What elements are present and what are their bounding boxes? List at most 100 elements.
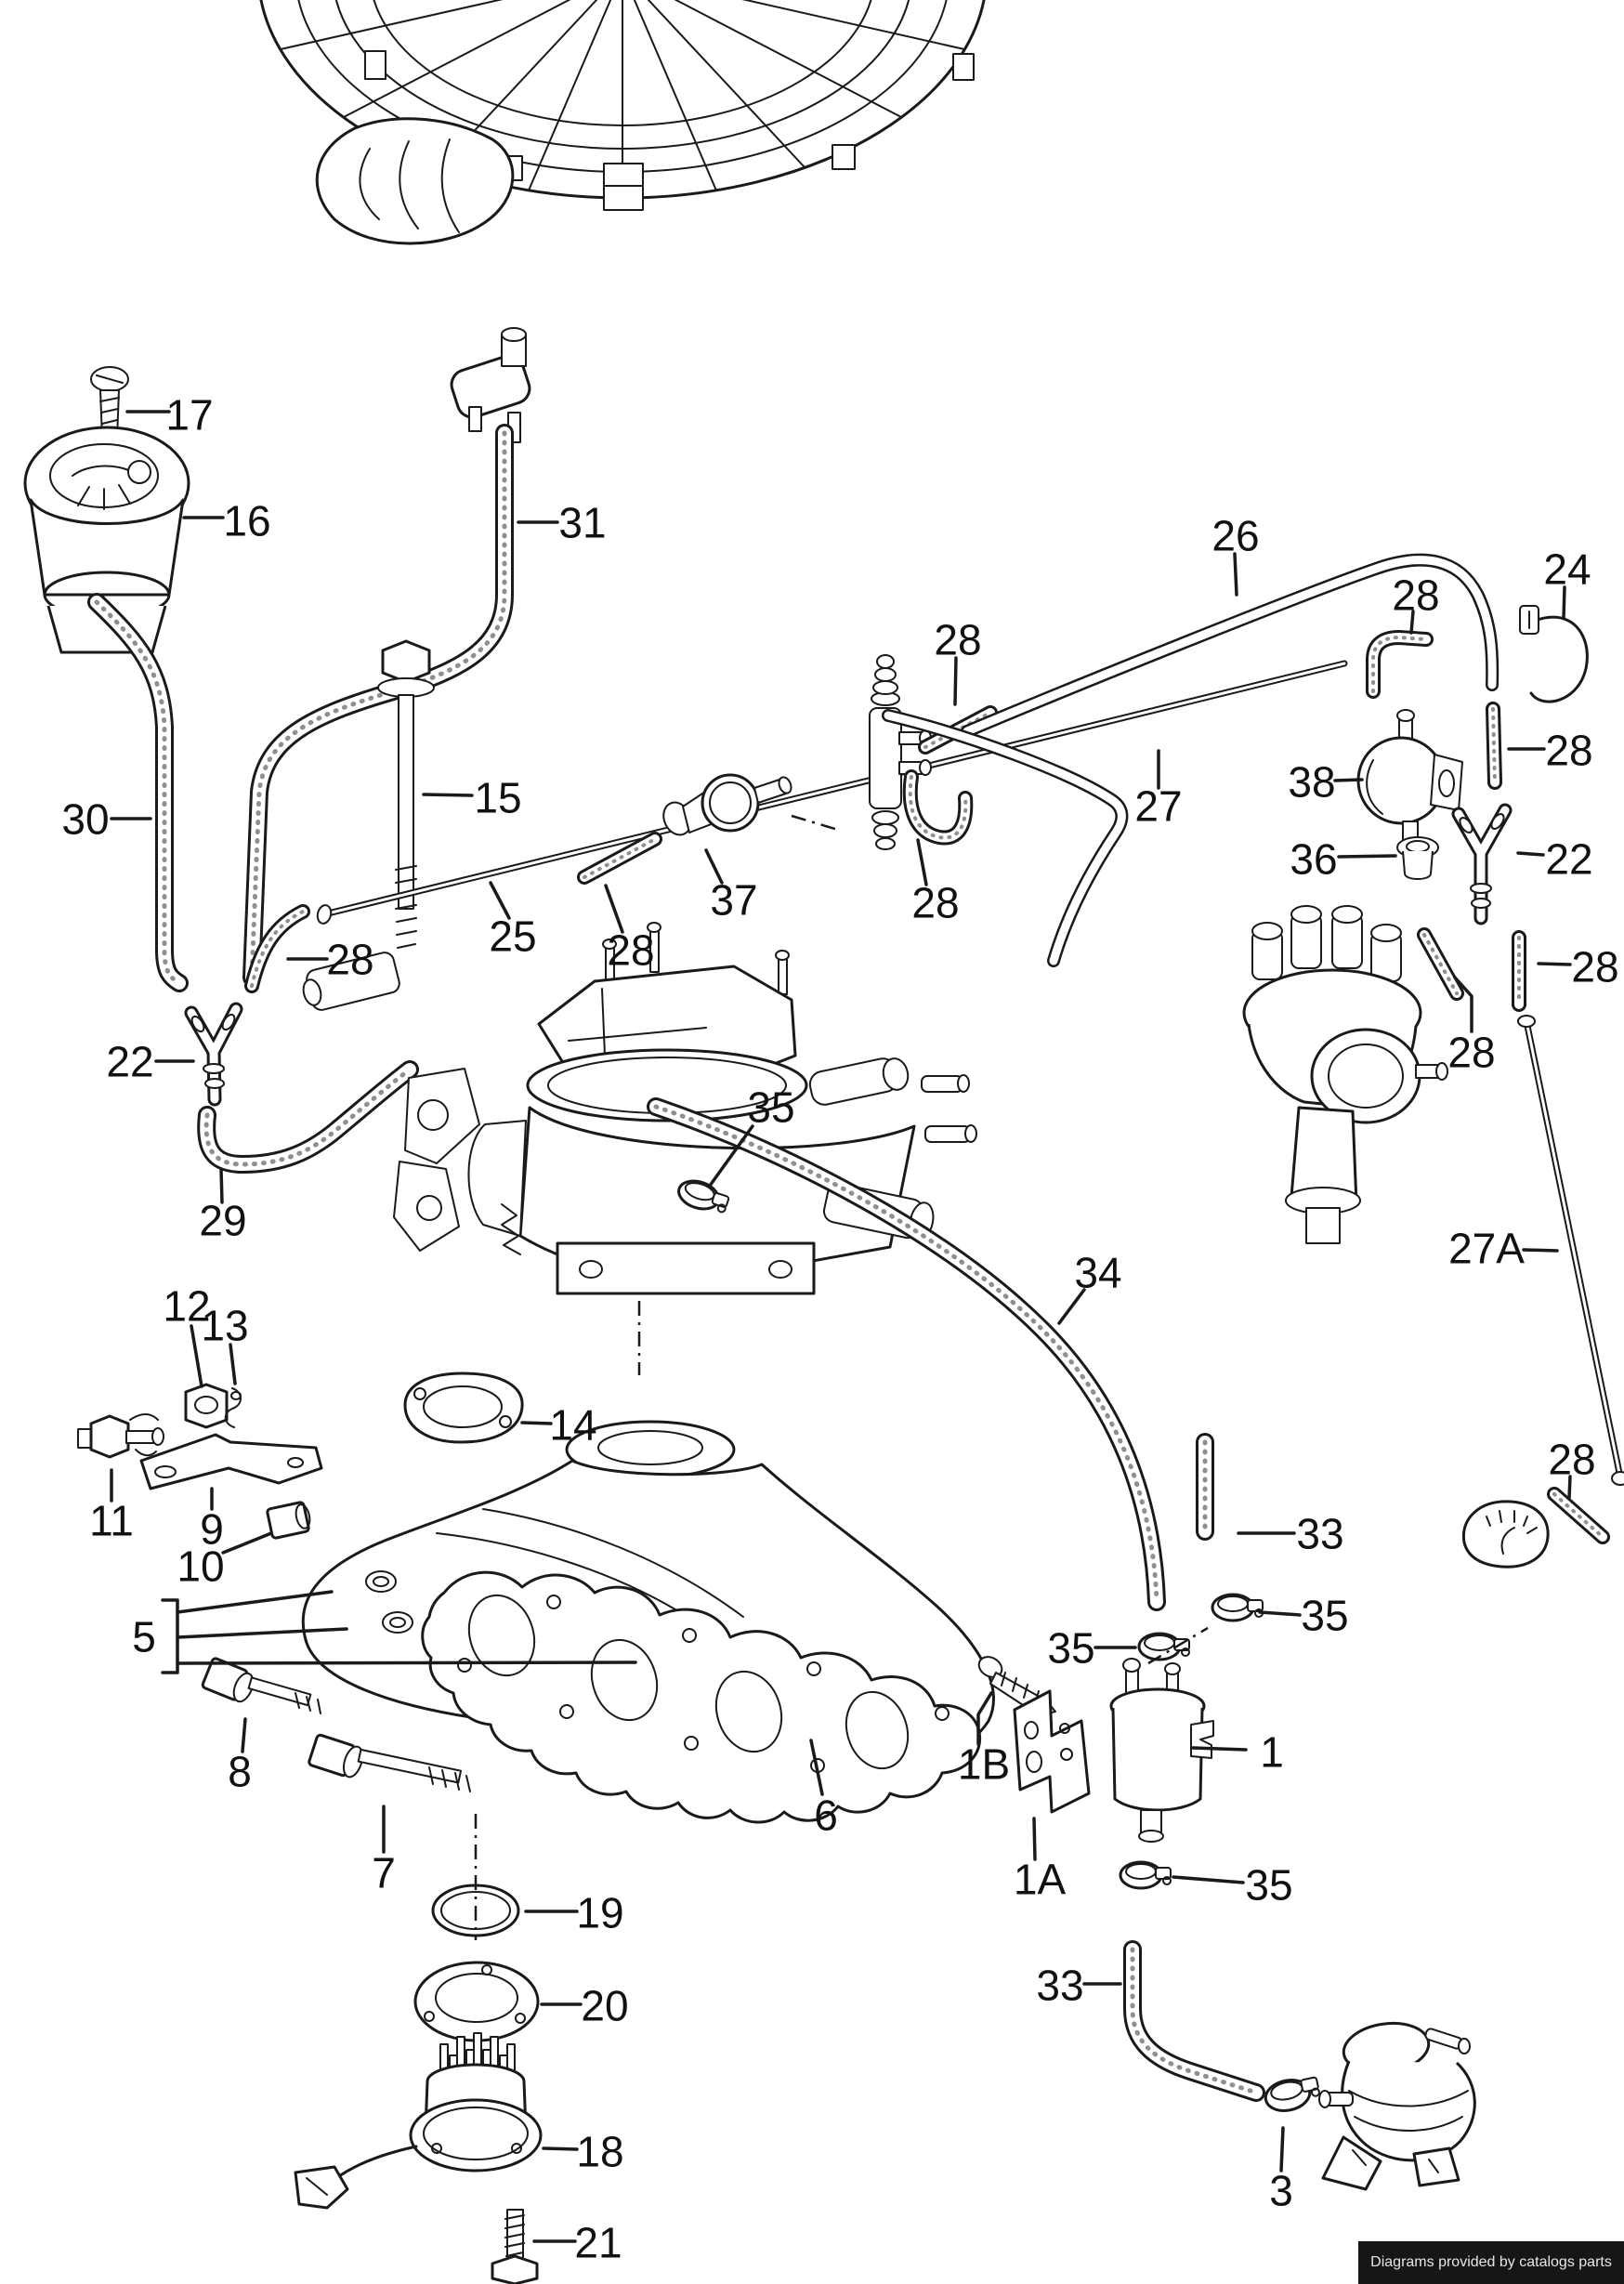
part-label-20: 20 <box>540 1982 629 2030</box>
callout-number-6: 6 <box>814 1792 838 1840</box>
leader-line <box>190 1324 203 1388</box>
callout-number-35d: 35 <box>1245 1861 1292 1910</box>
callout-number-28b: 28 <box>607 926 654 975</box>
bolt-21 <box>491 2209 539 2284</box>
part-label-8: 8 <box>228 1717 252 1796</box>
part-label-11: 11 <box>89 1468 134 1545</box>
leader-line <box>1032 1817 1037 1861</box>
part-label-15: 15 <box>422 774 522 822</box>
callout-number-1: 1 <box>1260 1728 1284 1777</box>
part-label-1: 1 <box>1191 1728 1284 1777</box>
flange-gasket-20 <box>413 1961 540 2042</box>
t-connector <box>869 654 932 850</box>
part-label-28i: 28 <box>1548 1436 1596 1500</box>
air-pump-valve <box>1318 2021 1476 2191</box>
leader-line <box>1233 552 1238 597</box>
part-label-33b: 33 <box>1036 1962 1122 2010</box>
leader-line <box>1057 1288 1086 1325</box>
leader-line <box>1258 1610 1302 1617</box>
part-label-28e: 28 <box>1392 571 1440 635</box>
o-ring-19 <box>431 1884 520 1937</box>
vacuum-valve-38 <box>1356 709 1463 847</box>
part-label-16: 16 <box>182 497 271 545</box>
vacuum-pipe-27A <box>1517 1015 1624 1486</box>
part-label-1A: 1A <box>1014 1817 1067 1904</box>
part-label-35b: 35 <box>1047 1624 1137 1673</box>
callout-number-28a: 28 <box>326 936 373 984</box>
leader-line <box>1537 962 1572 966</box>
leader-line <box>221 1531 273 1555</box>
callout-number-1A: 1A <box>1014 1856 1067 1904</box>
callout-number-15: 15 <box>474 774 521 822</box>
callout-number-17: 17 <box>165 391 213 440</box>
callout-number-35a: 35 <box>747 1083 794 1132</box>
hose-clamp-35-damper-right <box>1211 1593 1264 1622</box>
callout-number-31: 31 <box>558 499 606 547</box>
leader-line <box>1567 1475 1572 1500</box>
part-label-27: 27 <box>1134 749 1183 831</box>
callout-number-14: 14 <box>549 1401 596 1450</box>
hose-clamp-35-bottom <box>1119 1860 1172 1890</box>
callout-number-28h: 28 <box>1447 1029 1495 1077</box>
air-cleaner <box>259 0 986 245</box>
hose-29 <box>206 1070 410 1164</box>
ignition-distributor <box>1242 905 1448 1244</box>
leader-line <box>1191 1746 1248 1752</box>
callout-number-7: 7 <box>372 1849 396 1897</box>
part-label-19: 19 <box>524 1889 624 1937</box>
part-label-22r: 22 <box>1516 835 1593 884</box>
part-label-28f: 28 <box>1507 727 1593 775</box>
part-label-34: 34 <box>1057 1249 1122 1325</box>
hose-clamp-3 <box>1264 2076 1320 2112</box>
part-label-37: 37 <box>704 848 758 925</box>
bolt-15 <box>377 639 435 949</box>
leader-line <box>1562 585 1566 620</box>
callout-number-35c: 35 <box>1301 1592 1348 1640</box>
socket-bolt-8 <box>201 1657 321 1714</box>
leader-line <box>1333 778 1364 782</box>
leader-line <box>604 884 624 934</box>
callout-number-34: 34 <box>1074 1249 1121 1297</box>
part-label-12: 12 <box>163 1282 211 1388</box>
callout-number-21: 21 <box>574 2219 622 2267</box>
hose-stub-28f <box>1493 709 1495 782</box>
footer-credit-text: Diagrams provided by catalogs parts <box>1370 2254 1612 2270</box>
bracket-1A <box>1013 1689 1091 1814</box>
callout-number-27A: 27A <box>1448 1225 1525 1273</box>
carburettor <box>302 922 977 1295</box>
breather-fitting-31 <box>450 327 531 443</box>
leader-line <box>219 1167 224 1204</box>
hose-stub-28i <box>1554 1494 1603 1537</box>
leader-line <box>1409 610 1415 635</box>
part-label-1B: 1B <box>958 1691 1010 1789</box>
callout-number-28i: 28 <box>1548 1436 1595 1484</box>
callout-number-9: 9 <box>200 1505 224 1554</box>
part-label-10: 10 <box>177 1531 273 1591</box>
callout-number-28g: 28 <box>1571 943 1618 991</box>
callout-number-16: 16 <box>223 497 270 545</box>
callout-number-5: 5 <box>132 1613 156 1661</box>
leader-line <box>1522 1248 1559 1253</box>
callout-number-24: 24 <box>1543 545 1591 594</box>
callout-number-3: 3 <box>1269 2167 1293 2215</box>
vacuum-reservoir-16 <box>23 426 190 654</box>
callout-number-13: 13 <box>201 1302 248 1350</box>
part-label-22l: 22 <box>106 1038 195 1086</box>
part-label-28h: 28 <box>1447 976 1496 1077</box>
part-label-24: 24 <box>1543 545 1591 620</box>
leader-line <box>229 1343 237 1385</box>
part-label-6: 6 <box>809 1739 838 1840</box>
leader-line <box>161 1598 179 1674</box>
clip-13 <box>224 1387 242 1428</box>
leader-line <box>1279 2126 1285 2172</box>
callout-number-1B: 1B <box>958 1740 1010 1789</box>
part-label-30: 30 <box>61 795 152 844</box>
hose-31 <box>252 433 504 978</box>
part-label-21: 21 <box>532 2219 622 2267</box>
air-cleaner-spokes <box>280 0 965 199</box>
gasket-14 <box>403 1372 524 1444</box>
callout-number-35b: 35 <box>1047 1624 1094 1673</box>
check-valve-37 <box>662 773 792 836</box>
y-connector-22-left <box>184 1002 243 1107</box>
part-label-35d: 35 <box>1172 1861 1293 1910</box>
